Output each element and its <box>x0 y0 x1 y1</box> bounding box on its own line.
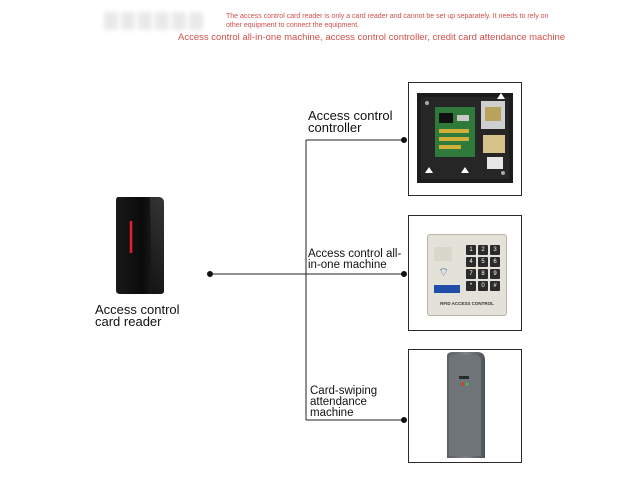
keypad-key: 8 <box>478 269 488 279</box>
keypad-key: * <box>466 281 476 291</box>
attendance-frame <box>408 349 522 463</box>
keypad-display <box>434 247 452 261</box>
source-node-dot <box>207 271 213 277</box>
controller-label: Access control controller <box>308 108 393 135</box>
keypad-key: 9 <box>490 269 500 279</box>
card-reader-image <box>114 195 165 295</box>
attendance-label: Card-swiping attendance machine <box>310 385 378 419</box>
keypad-brand-text: RFID ACCESS CONTROL <box>440 301 494 306</box>
keypad-key: 1 <box>466 245 476 255</box>
header-note: The access control card reader is only a… <box>226 13 549 29</box>
keypad-key: 2 <box>478 245 488 255</box>
header-subtitle: Access control all-in-one machine, acces… <box>178 32 566 43</box>
keypad-key: # <box>490 281 500 291</box>
keypad-key: 0 <box>478 281 488 291</box>
keypad-key: 6 <box>490 257 500 267</box>
keypad-brand-strip <box>434 285 460 293</box>
card-reader-label: Access control card reader <box>95 302 180 329</box>
controller-node-dot <box>401 137 407 143</box>
keypad-key: 3 <box>490 245 500 255</box>
keypad-key: 4 <box>466 257 476 267</box>
card-sense-icon: ⌔ <box>438 265 450 279</box>
attendance-reader-image <box>447 352 485 458</box>
keypad-key: 5 <box>478 257 488 267</box>
attendance-node-dot <box>401 417 407 423</box>
all-in-one-label: Access control all- in-one machine <box>308 248 402 271</box>
controller-board-image <box>417 93 513 183</box>
keypad-key: 7 <box>466 269 476 279</box>
faded-watermark-title <box>104 12 224 34</box>
all-in-one-node-dot <box>401 271 407 277</box>
controller-frame <box>408 82 522 196</box>
